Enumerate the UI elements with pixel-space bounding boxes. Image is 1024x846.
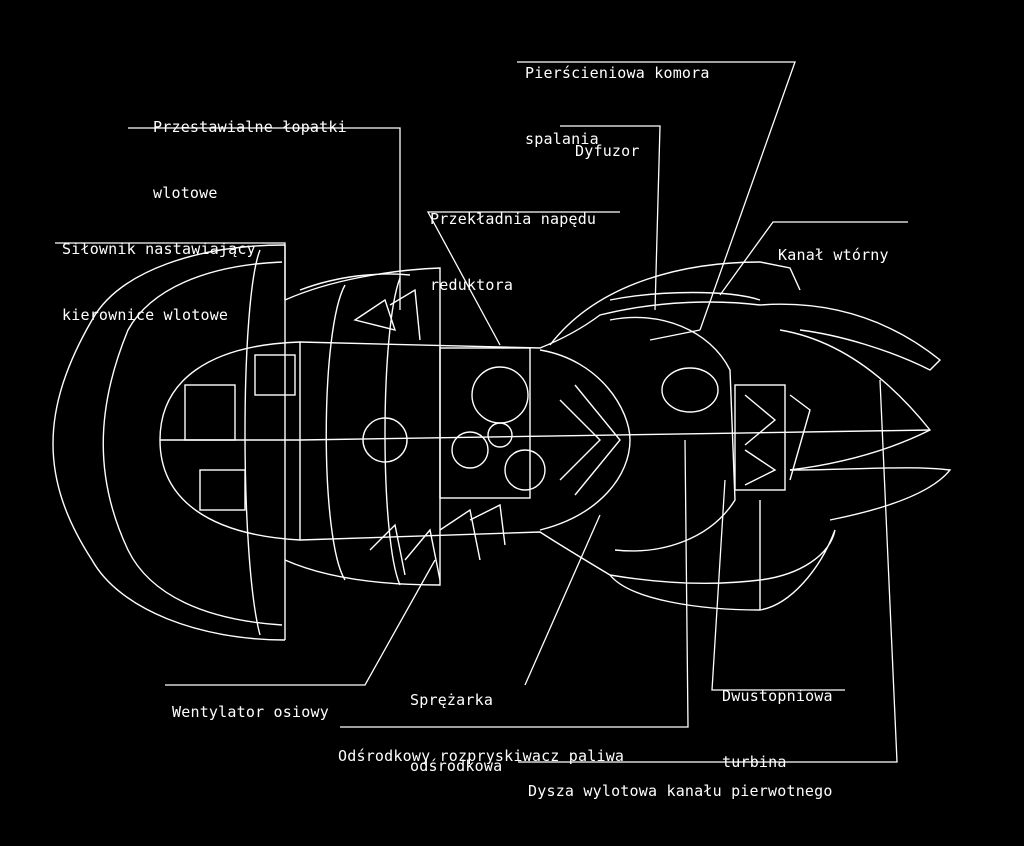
label-fuel-slinger: Odśrodkowy rozpryskiwacz paliwa <box>338 747 625 765</box>
label-gearbox: Przekładnia napędu reduktora <box>430 210 597 294</box>
leader-inlet-vanes <box>128 127 401 310</box>
leader-turbine <box>711 479 845 691</box>
leader-actuator <box>55 242 286 300</box>
label-bypass-duct: Kanał wtórny <box>778 246 889 264</box>
leader-diffuser <box>560 125 661 311</box>
leader-gearbox <box>426 211 620 346</box>
leader-fuel-slinger <box>340 439 689 728</box>
leader-fan <box>165 559 436 686</box>
label-diffuser: Dyfuzor <box>575 142 640 160</box>
leader-bypass <box>719 221 908 296</box>
label-inlet-vanes: Przestawialne łopatki wlotowe <box>153 118 347 202</box>
label-fan: Wentylator osiowy <box>172 703 329 721</box>
leader-nozzle <box>518 379 898 763</box>
label-compressor: Sprężarka odśrodkowa <box>410 691 503 775</box>
label-turbine: Dwustopniowa turbina <box>722 687 833 771</box>
leader-combustor <box>517 61 796 331</box>
leader-compressor <box>524 514 601 686</box>
label-nozzle: Dysza wylotowa kanału pierwotnego <box>528 782 833 800</box>
label-actuator: Siłownik nastawiający kierownice wlotowe <box>62 240 256 324</box>
label-combustor: Pierścieniowa komora spalania <box>525 64 710 148</box>
